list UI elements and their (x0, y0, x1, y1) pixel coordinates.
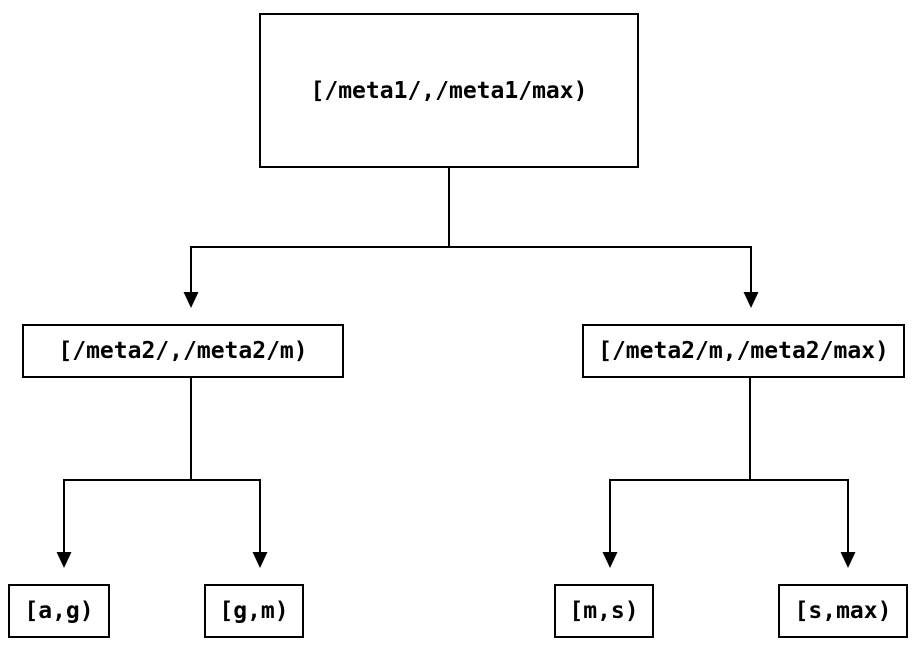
arrowhead-leaf-ag (56, 552, 72, 568)
arrowhead-meta2-low (183, 292, 199, 308)
edge-root-to-meta2-low (190, 168, 450, 293)
arrowhead-leaf-gm (252, 552, 268, 568)
edge-meta2-high-to-leaf-ms (609, 378, 751, 553)
node-leaf-m-s: [m,s) (554, 584, 654, 638)
node-meta2-low-range: [/meta2/,/meta2/m) (22, 324, 344, 378)
edge-meta2-high-to-leaf-smax (749, 378, 849, 553)
node-leaf-s-max: [s,max) (778, 584, 908, 638)
node-leaf-a-g: [a,g) (8, 584, 110, 638)
edge-meta2-low-to-leaf-gm (190, 378, 261, 553)
node-meta2-high-range: [/meta2/m,/meta2/max) (582, 324, 905, 378)
arrowhead-leaf-ms (602, 552, 618, 568)
node-leaf-g-m: [g,m) (204, 584, 304, 638)
edge-meta2-low-to-leaf-ag (63, 378, 192, 553)
edge-root-to-meta2-high (448, 168, 752, 293)
arrowhead-leaf-smax (840, 552, 856, 568)
arrowhead-meta2-high (743, 292, 759, 308)
node-meta1-range: [/meta1/,/meta1/max) (259, 13, 639, 168)
